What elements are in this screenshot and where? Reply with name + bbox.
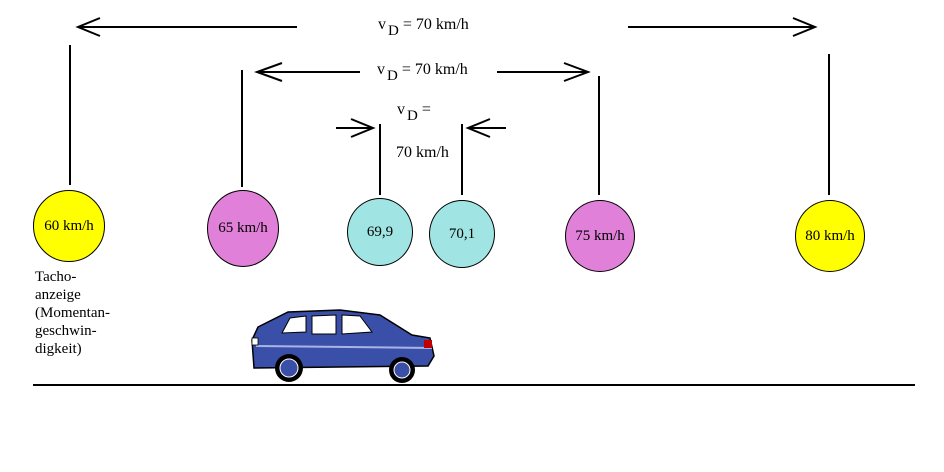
tacho-line-2: anzeige xyxy=(35,287,81,303)
outer-value: = 70 km/h xyxy=(402,16,469,33)
outer-arrow-left xyxy=(75,17,297,37)
inner-arrow-left xyxy=(336,118,376,138)
inner-sub: D xyxy=(407,108,418,124)
middle-v: v xyxy=(377,61,385,78)
inner-value: = xyxy=(421,101,431,118)
speed-circle-69-9: 69,9 xyxy=(347,198,413,266)
speed-circle-65: 65 km/h xyxy=(207,190,279,267)
middle-sub: D xyxy=(387,68,398,84)
middle-arrow-right xyxy=(497,62,591,82)
inner-v: v xyxy=(397,101,405,118)
car-icon xyxy=(251,309,435,383)
tacho-line-3: (Momentan- xyxy=(35,305,110,321)
outer-arrow-right xyxy=(628,17,818,37)
speed-circle-80: 80 km/h xyxy=(795,200,865,272)
tacho-line-5: digkeit) xyxy=(35,341,82,357)
inner-arrow-right xyxy=(465,118,506,138)
speed-circle-75: 75 km/h xyxy=(565,200,635,272)
tacho-line-1: Tacho- xyxy=(35,269,77,285)
speed-circle-70-1: 70,1 xyxy=(429,200,495,268)
outer-sub: D xyxy=(388,23,399,39)
speed-circle-60: 60 km/h xyxy=(33,190,105,262)
inner-speed-value: 70 km/h xyxy=(396,144,449,161)
outer-v: v xyxy=(378,16,386,33)
middle-arrow-left xyxy=(254,62,360,82)
tacho-caption: Tacho- anzeige (Momentan- geschwin- digk… xyxy=(35,268,110,358)
vertical-connectors xyxy=(69,45,830,195)
tacho-line-4: geschwin- xyxy=(35,323,97,339)
middle-value: = 70 km/h xyxy=(401,61,468,78)
